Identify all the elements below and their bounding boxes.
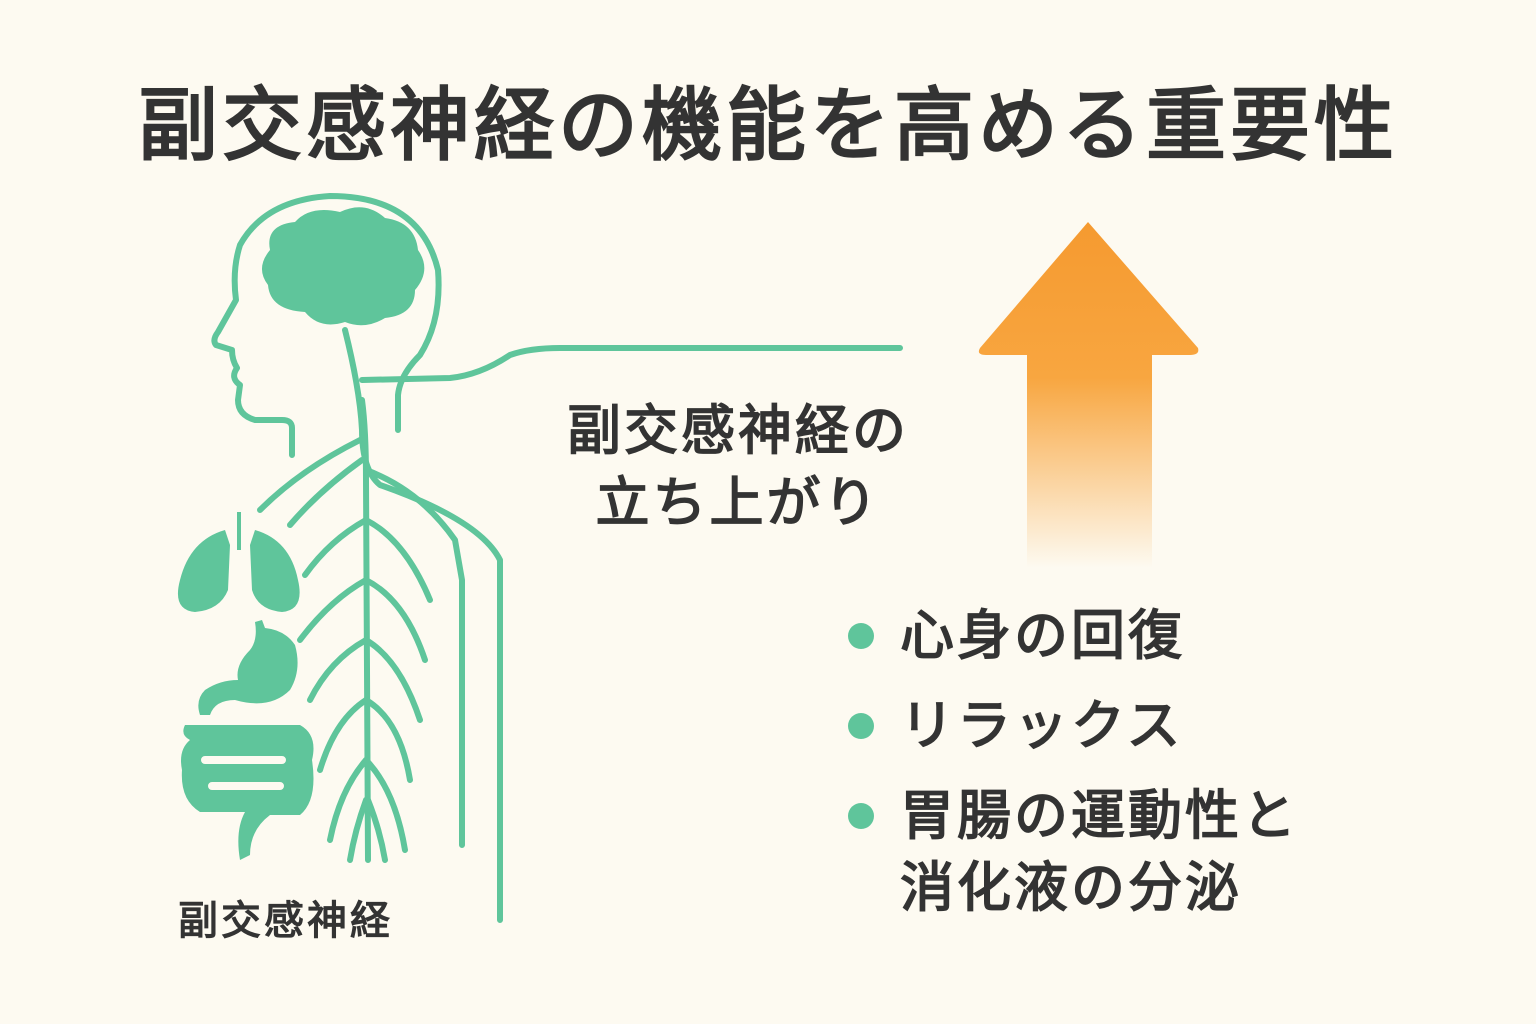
list-item: リラックス (848, 690, 1299, 762)
brain-icon (261, 207, 425, 326)
up-arrow-icon (978, 222, 1199, 568)
list-item: 心身の回復 (848, 600, 1299, 672)
rise-line-1: 副交感神経の (567, 399, 909, 462)
parasympathetic-rise-text: 副交感神経の 立ち上がり (548, 395, 928, 539)
list-item-text: 心身の回復 (900, 604, 1185, 667)
list-item-line-1: 胃腸の運動性と (900, 784, 1299, 847)
list-item-text: 胃腸の運動性と 消化液の分泌 (900, 780, 1299, 924)
bullet-dot-icon (848, 623, 874, 649)
lungs-icon (177, 512, 300, 612)
figure-label: 副交感神経 (178, 898, 393, 944)
list-item: 胃腸の運動性と 消化液の分泌 (848, 780, 1299, 924)
rise-line-2: 立ち上がり (595, 471, 881, 534)
list-item-line-2: 消化液の分泌 (900, 856, 1242, 919)
benefit-list: 心身の回復 リラックス 胃腸の運動性と 消化液の分泌 (848, 600, 1299, 942)
bullet-dot-icon (848, 713, 874, 739)
intestine-icon (181, 725, 314, 860)
stomach-icon (198, 620, 298, 715)
page-title: 副交感神経の機能を高める重要性 (138, 79, 1398, 172)
list-item-text: リラックス (900, 694, 1184, 757)
human-body-icon (211, 193, 442, 458)
bullet-dot-icon (848, 803, 874, 829)
